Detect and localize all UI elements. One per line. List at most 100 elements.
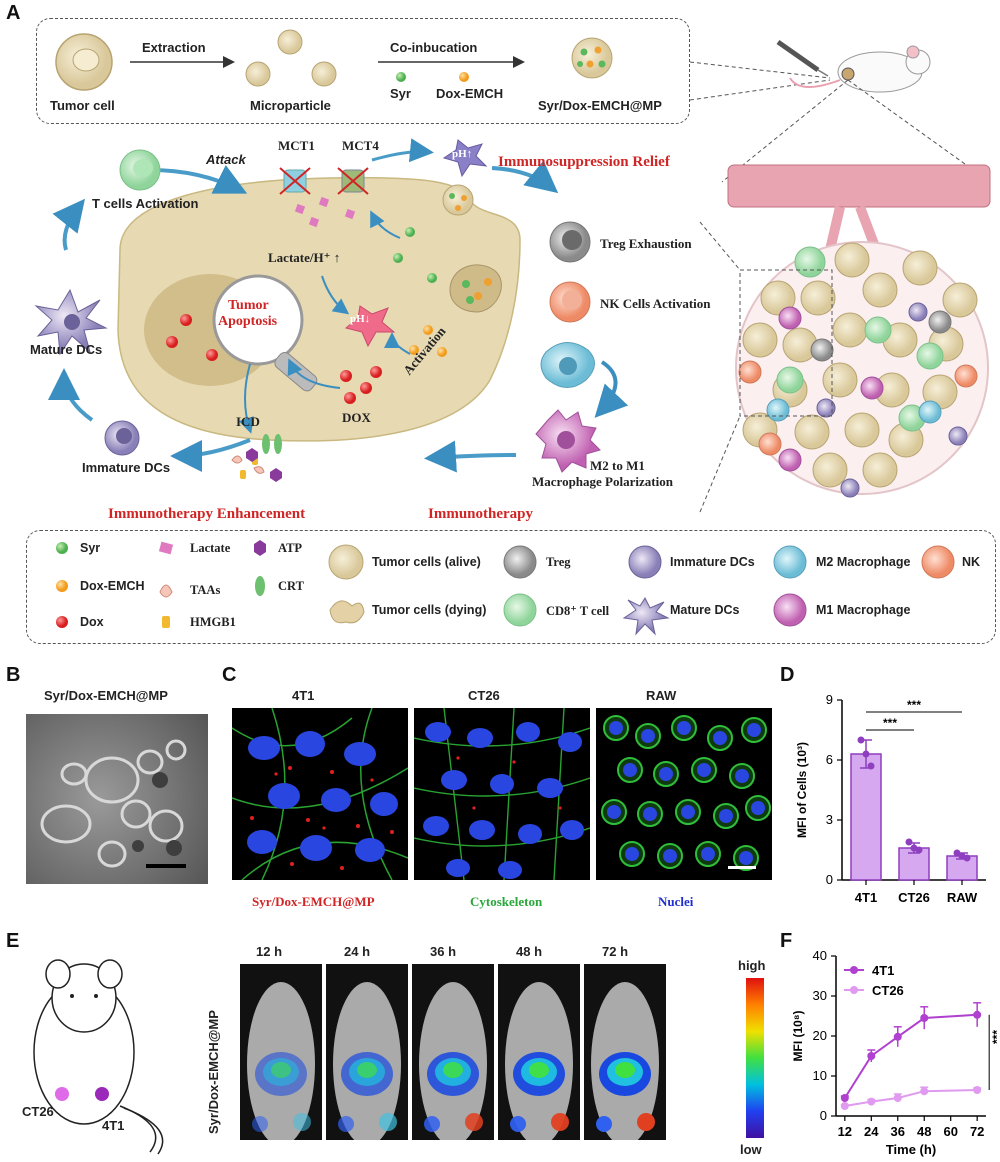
signal-region xyxy=(615,1062,635,1078)
panel-a-graphics xyxy=(34,29,991,636)
legend-treg: Treg xyxy=(546,555,571,569)
ivis-image xyxy=(498,964,580,1140)
x-tick-label: 24 xyxy=(864,1124,879,1139)
scale-low-label: low xyxy=(740,1142,762,1157)
time-36h: 36 h xyxy=(430,944,457,959)
data-point xyxy=(963,854,971,862)
data-point xyxy=(867,1052,876,1060)
tumor-label: Tumor xyxy=(228,298,269,313)
y-tick-label: 0 xyxy=(820,1108,827,1123)
signal-region xyxy=(271,1062,291,1078)
ivis-image xyxy=(584,964,666,1140)
x-tick-label: 48 xyxy=(917,1124,931,1139)
legend-immature-dcs: Immature DCs xyxy=(670,555,755,569)
panel-label-a: A xyxy=(6,2,21,24)
data-point xyxy=(867,1097,876,1106)
mature-dc-icon xyxy=(34,288,108,356)
legend-lactate: Lactate xyxy=(190,541,231,555)
data-point xyxy=(862,750,870,758)
mct1-transporter-icon xyxy=(279,167,311,195)
legend-dox-emch: Dox-EMCH xyxy=(80,579,145,593)
confocal-4t1 xyxy=(232,708,408,880)
legend-tumor-dying: Tumor cells (dying) xyxy=(372,603,487,617)
y-tick-label: 10 xyxy=(813,1068,827,1083)
x-tick-label: RAW xyxy=(947,890,978,905)
data-point xyxy=(893,1032,902,1041)
legend-hmgb1: HMGB1 xyxy=(190,615,236,629)
significance-label: *** xyxy=(990,1030,998,1044)
treg-exhaustion-label: Treg Exhaustion xyxy=(600,236,692,251)
immunotherapy-title: Immunotherapy xyxy=(428,506,534,522)
caption-red: Syr/Dox-EMCH@MP xyxy=(252,894,375,909)
x-axis-label: Time (h) xyxy=(886,1142,936,1157)
y-tick-label: 30 xyxy=(813,988,827,1003)
data-point xyxy=(905,838,913,846)
panel-label-c: C xyxy=(222,664,237,686)
panel-c-col-raw: RAW xyxy=(646,688,677,703)
legend-taas: TAAs xyxy=(190,583,221,597)
mct4-transporter-icon xyxy=(337,167,369,195)
confocal-ct26 xyxy=(414,708,590,880)
ivis-image xyxy=(240,964,322,1140)
y-tick-label: 20 xyxy=(813,1028,827,1043)
data-point xyxy=(920,1087,929,1096)
legend-dox: Dox xyxy=(80,615,104,629)
product-label: Syr/Dox-EMCH@MP xyxy=(538,98,662,113)
syringe-icon xyxy=(776,39,829,77)
panel-label-d: D xyxy=(780,664,795,686)
legend-marker xyxy=(850,986,858,994)
legend-label: CT26 xyxy=(872,983,904,998)
microparticle-label: Microparticle xyxy=(250,98,331,113)
bar-raw xyxy=(946,855,978,881)
series-line-ct26 xyxy=(844,1089,978,1107)
syr-dot-icon xyxy=(396,72,406,82)
4t1-tumor-signal xyxy=(551,1113,569,1131)
dox-label: DOX xyxy=(342,410,371,425)
signal-region xyxy=(443,1062,463,1078)
panel-label-b: B xyxy=(6,664,21,686)
immature-dcs-label: Immature DCs xyxy=(82,460,171,475)
loaded-microparticle-icon xyxy=(571,37,613,79)
mouse-label-4t1: 4T1 xyxy=(102,1118,125,1133)
significance-label: *** xyxy=(907,698,921,712)
x-tick-label: 12 xyxy=(838,1124,852,1139)
ph-up-star xyxy=(442,139,488,178)
syr-label: Syr xyxy=(390,86,411,101)
ph-down-star xyxy=(344,305,396,348)
coincubation-label: Co-inbucation xyxy=(390,40,478,55)
immunosuppression-relief-title: Immunosuppression Relief xyxy=(498,154,670,170)
data-point xyxy=(893,1094,902,1102)
ct26-tumor-signal xyxy=(510,1116,526,1132)
mouse-diagram xyxy=(33,959,164,1155)
legend-m2: M2 Macrophage xyxy=(816,555,911,569)
icd-label: ICD xyxy=(236,414,260,429)
legend-icons xyxy=(56,540,955,636)
x-tick-label: 72 xyxy=(970,1124,984,1139)
legend-nk: NK xyxy=(962,555,981,569)
bar-4t1 xyxy=(850,753,882,881)
legend-m1: M1 Macrophage xyxy=(816,603,911,617)
microparticle-icon xyxy=(245,29,337,87)
x-tick-label: 4T1 xyxy=(855,890,877,905)
m2-macrophage-icon xyxy=(540,342,595,388)
lactate-label: Lactate/H⁺ ↑ xyxy=(268,250,341,265)
scale-high-label: high xyxy=(738,958,766,973)
legend-cd8: CD8⁺ T cell xyxy=(546,604,610,618)
panel-b-title: Syr/Dox-EMCH@MP xyxy=(44,688,168,703)
panel-label-e: E xyxy=(6,930,20,952)
m2-to-m1-label: M2 to M1 xyxy=(590,458,645,473)
nk-icon xyxy=(549,281,591,323)
macrophage-polarization-label: Macrophage Polarization xyxy=(532,474,673,489)
x-tick-label: CT26 xyxy=(898,890,930,905)
4t1-tumor-signal xyxy=(293,1113,311,1131)
legend-crt: CRT xyxy=(278,579,304,593)
legend-syr: Syr xyxy=(80,541,101,555)
time-48h: 48 h xyxy=(516,944,543,959)
apoptosis-label: Apoptosis xyxy=(218,314,278,329)
data-point xyxy=(973,1086,982,1094)
data-point xyxy=(973,1010,982,1019)
ct26-tumor-signal xyxy=(596,1116,612,1132)
legend-mature-dcs: Mature DCs xyxy=(670,603,740,617)
4t1-tumor-signal xyxy=(637,1113,655,1131)
